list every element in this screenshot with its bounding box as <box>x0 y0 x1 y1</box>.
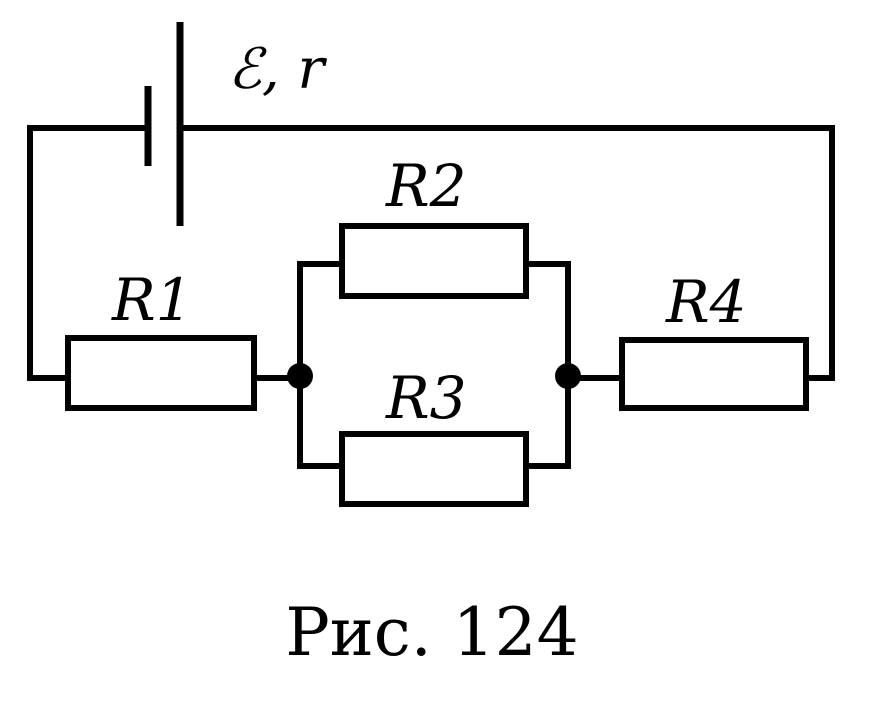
figure-caption: Рис. 124 <box>285 594 578 671</box>
battery <box>144 22 184 226</box>
resistor-r1 <box>65 335 257 411</box>
r4-label: R4 <box>665 268 747 336</box>
battery-label: ℰ, r <box>228 37 328 102</box>
r3-label: R3 <box>385 364 467 432</box>
r1-label: R1 <box>111 266 193 334</box>
resistor-r2 <box>339 223 529 299</box>
right-junction-node <box>555 363 581 389</box>
left-junction-node <box>287 363 313 389</box>
resistor-r3 <box>339 431 529 507</box>
top-left-wire <box>27 125 151 381</box>
r2-label: R2 <box>385 152 467 220</box>
resistor-r4 <box>619 337 809 411</box>
top-right-wire <box>177 125 835 381</box>
